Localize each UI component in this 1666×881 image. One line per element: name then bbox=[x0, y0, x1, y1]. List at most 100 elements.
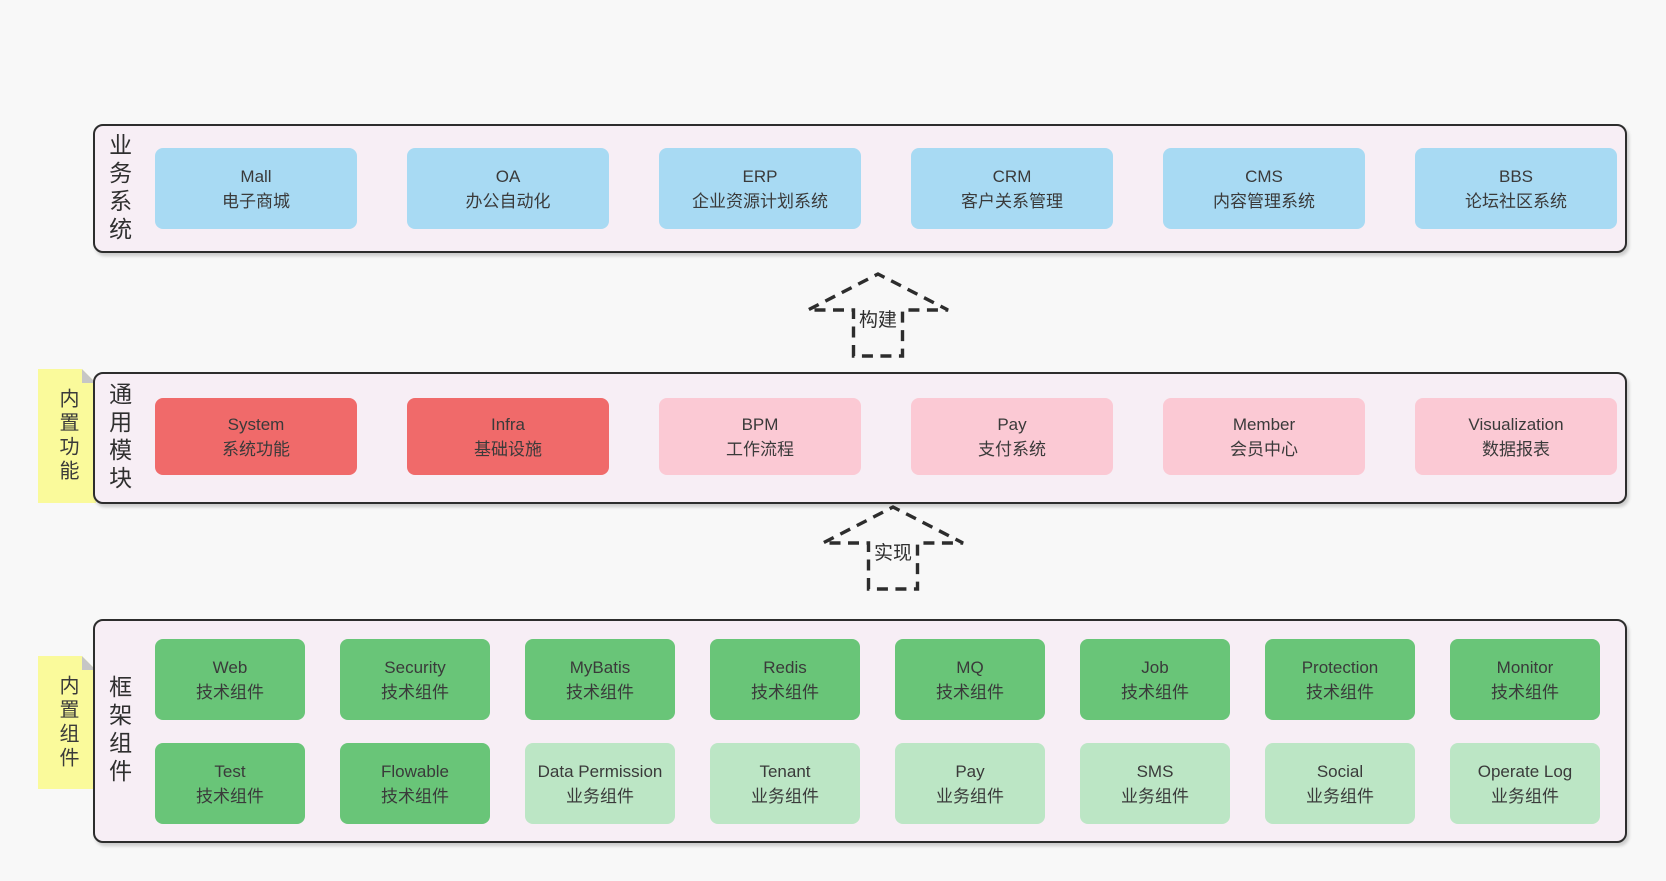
box-visualization: Visualization 数据报表 bbox=[1415, 398, 1617, 475]
box-subtitle: 技术组件 bbox=[936, 682, 1004, 702]
box-title: Mall bbox=[240, 166, 272, 186]
box-operate-log: Operate Log 业务组件 bbox=[1450, 743, 1600, 824]
box-subtitle: 业务组件 bbox=[751, 786, 819, 806]
box-title: MyBatis bbox=[569, 657, 631, 677]
implement-arrow-label: 实现 bbox=[870, 538, 916, 565]
box-subtitle: 基础设施 bbox=[474, 439, 542, 459]
box-title: Tenant bbox=[759, 761, 811, 781]
box-test: Test 技术组件 bbox=[155, 743, 305, 824]
box-subtitle: 技术组件 bbox=[196, 682, 264, 702]
box-subtitle: 企业资源计划系统 bbox=[692, 191, 828, 211]
note-text: 内置功能 bbox=[56, 388, 78, 484]
box-title: Web bbox=[212, 657, 248, 677]
box-mall: Mall 电子商城 bbox=[155, 148, 357, 229]
box-subtitle: 电子商城 bbox=[222, 191, 290, 211]
box-subtitle: 支付系统 bbox=[978, 439, 1046, 459]
box-title: CMS bbox=[1245, 166, 1283, 186]
box-title: Protection bbox=[1301, 657, 1379, 677]
box-pay-system: Pay 支付系统 bbox=[911, 398, 1113, 475]
box-data-permission: Data Permission 业务组件 bbox=[525, 743, 675, 824]
box-title: Pay bbox=[997, 414, 1027, 434]
box-protection: Protection 技术组件 bbox=[1265, 639, 1415, 720]
box-title: Infra bbox=[490, 414, 526, 434]
box-title: System bbox=[227, 414, 285, 434]
box-title: Member bbox=[1232, 414, 1296, 434]
sticky-note-builtin-components: 内置组件 bbox=[38, 656, 96, 789]
box-subtitle: 技术组件 bbox=[1491, 682, 1559, 702]
up-arrow-icon bbox=[807, 272, 949, 358]
box-subtitle: 业务组件 bbox=[936, 786, 1004, 806]
box-title: BBS bbox=[1498, 166, 1534, 186]
box-subtitle: 数据报表 bbox=[1482, 439, 1550, 459]
box-title: Redis bbox=[763, 657, 807, 677]
box-system: System 系统功能 bbox=[155, 398, 357, 475]
box-subtitle: 技术组件 bbox=[1121, 682, 1189, 702]
box-title: OA bbox=[495, 166, 521, 186]
box-member: Member 会员中心 bbox=[1163, 398, 1365, 475]
box-job: Job 技术组件 bbox=[1080, 639, 1230, 720]
box-erp: ERP 企业资源计划系统 bbox=[659, 148, 861, 229]
box-redis: Redis 技术组件 bbox=[710, 639, 860, 720]
box-web: Web 技术组件 bbox=[155, 639, 305, 720]
box-social: Social 业务组件 bbox=[1265, 743, 1415, 824]
box-title: Visualization bbox=[1468, 414, 1564, 434]
section-label-components: 框架组件 bbox=[105, 675, 132, 787]
box-bpm: BPM 工作流程 bbox=[659, 398, 861, 475]
box-subtitle: 论坛社区系统 bbox=[1465, 191, 1567, 211]
box-subtitle: 技术组件 bbox=[1306, 682, 1374, 702]
up-arrow-icon bbox=[822, 505, 964, 591]
box-subtitle: 技术组件 bbox=[381, 682, 449, 702]
box-subtitle: 会员中心 bbox=[1230, 439, 1298, 459]
box-monitor: Monitor 技术组件 bbox=[1450, 639, 1600, 720]
box-subtitle: 业务组件 bbox=[1491, 786, 1559, 806]
box-mq: MQ 技术组件 bbox=[895, 639, 1045, 720]
box-oa: OA 办公自动化 bbox=[407, 148, 609, 229]
box-sms: SMS 业务组件 bbox=[1080, 743, 1230, 824]
box-subtitle: 技术组件 bbox=[566, 682, 634, 702]
box-flowable: Flowable 技术组件 bbox=[340, 743, 490, 824]
box-subtitle: 工作流程 bbox=[726, 439, 794, 459]
box-infra: Infra 基础设施 bbox=[407, 398, 609, 475]
box-subtitle: 技术组件 bbox=[751, 682, 819, 702]
box-mybatis: MyBatis 技术组件 bbox=[525, 639, 675, 720]
box-title: Social bbox=[1316, 761, 1364, 781]
box-title: ERP bbox=[742, 166, 778, 186]
build-arrow-label: 构建 bbox=[855, 305, 901, 332]
box-tenant: Tenant 业务组件 bbox=[710, 743, 860, 824]
box-title: Security bbox=[384, 657, 446, 677]
box-title: Data Permission bbox=[537, 761, 663, 781]
box-bbs: BBS 论坛社区系统 bbox=[1415, 148, 1617, 229]
box-subtitle: 业务组件 bbox=[1121, 786, 1189, 806]
box-cms: CMS 内容管理系统 bbox=[1163, 148, 1365, 229]
box-subtitle: 客户关系管理 bbox=[961, 191, 1063, 211]
implement-arrow: 实现 bbox=[820, 504, 966, 592]
box-title: SMS bbox=[1136, 761, 1174, 781]
section-label-modules: 通用模块 bbox=[105, 382, 132, 494]
build-arrow: 构建 bbox=[805, 271, 951, 359]
box-subtitle: 业务组件 bbox=[566, 786, 634, 806]
box-title: Monitor bbox=[1496, 657, 1554, 677]
box-title: CRM bbox=[992, 166, 1032, 186]
box-pay-component: Pay 业务组件 bbox=[895, 743, 1045, 824]
box-subtitle: 系统功能 bbox=[222, 439, 290, 459]
box-security: Security 技术组件 bbox=[340, 639, 490, 720]
box-subtitle: 业务组件 bbox=[1306, 786, 1374, 806]
box-subtitle: 技术组件 bbox=[381, 786, 449, 806]
box-subtitle: 内容管理系统 bbox=[1213, 191, 1315, 211]
box-title: Job bbox=[1141, 657, 1169, 677]
note-text: 内置组件 bbox=[56, 674, 78, 771]
sticky-note-builtin-features: 内置功能 bbox=[38, 369, 96, 503]
section-common-modules: 通用模块 System 系统功能 Infra 基础设施 BPM 工作流程 Pay… bbox=[93, 372, 1627, 504]
box-subtitle: 办公自动化 bbox=[465, 191, 551, 211]
box-title: Operate Log bbox=[1477, 761, 1573, 781]
box-title: Flowable bbox=[380, 761, 450, 781]
box-title: MQ bbox=[956, 657, 984, 677]
section-framework-components: 框架组件 Web 技术组件 Security 技术组件 MyBatis 技术组件… bbox=[93, 619, 1627, 843]
box-title: Pay bbox=[955, 761, 985, 781]
box-title: BPM bbox=[741, 414, 779, 434]
section-business-systems: 业务系统 Mall 电子商城 OA 办公自动化 ERP 企业资源计划系统 CRM… bbox=[93, 124, 1627, 253]
box-title: Test bbox=[214, 761, 246, 781]
box-subtitle: 技术组件 bbox=[196, 786, 264, 806]
box-crm: CRM 客户关系管理 bbox=[911, 148, 1113, 229]
section-label-business: 业务系统 bbox=[105, 132, 132, 245]
